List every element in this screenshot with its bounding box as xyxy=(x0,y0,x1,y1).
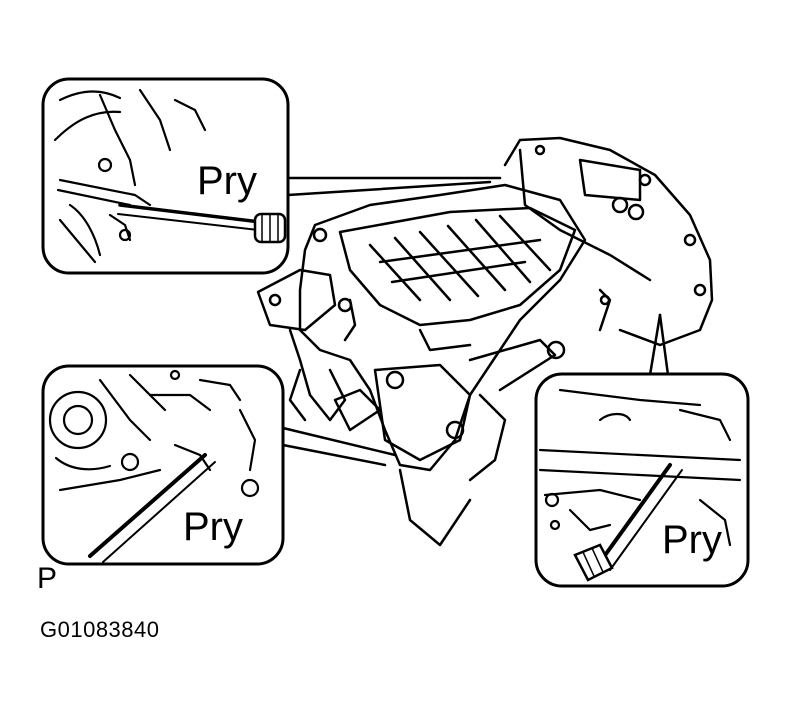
pry-tool-handle-top-left xyxy=(253,212,287,244)
callout-bottom-left-label: Pry xyxy=(183,505,243,549)
callout-top-left-label: Pry xyxy=(197,159,257,203)
callout-bottom-left: Pry xyxy=(41,364,285,566)
corner-mark: P xyxy=(37,562,57,595)
callout-top-left: Pry xyxy=(41,77,290,275)
callout-bottom-left-detail xyxy=(48,369,260,563)
callout-bottom-right: Pry xyxy=(534,372,750,588)
callout-bottom-right-label: Pry xyxy=(662,518,722,562)
figure-id: G01083840 xyxy=(40,617,160,642)
callout-pointers xyxy=(281,176,670,467)
callout-bottom-right-detail xyxy=(538,388,742,571)
transmission-case xyxy=(256,136,714,547)
pry-tool-handle-bottom-right xyxy=(573,543,614,582)
callout-top-left-detail xyxy=(53,88,262,264)
